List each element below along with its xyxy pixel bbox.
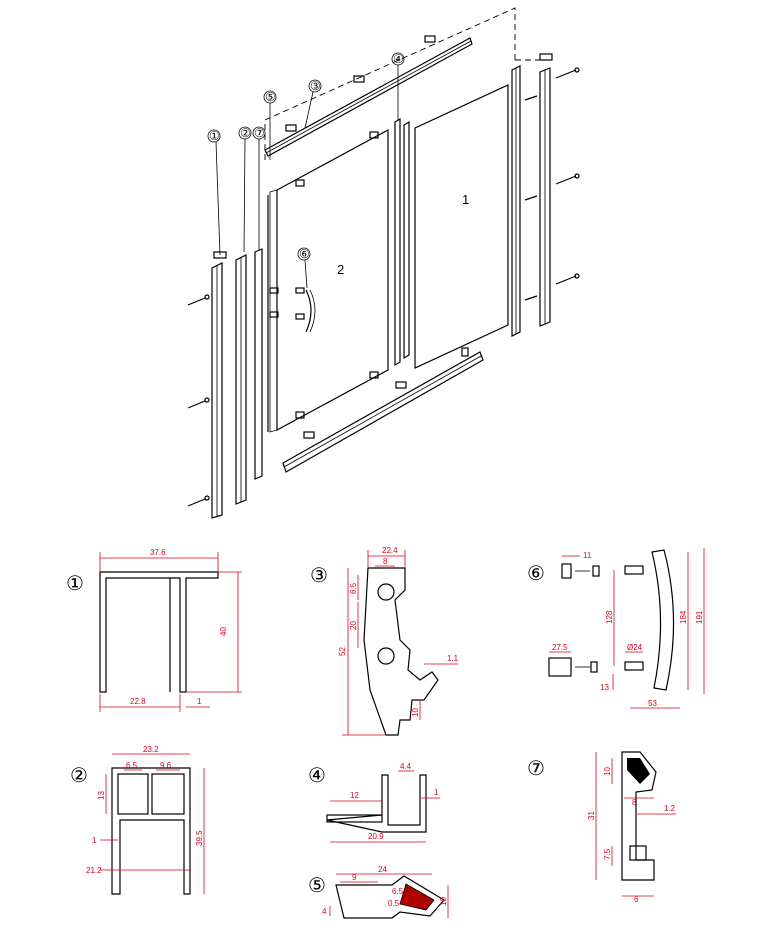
bottom-rail-profile [282, 351, 484, 473]
svg-text:④: ④ [393, 52, 404, 66]
svg-text:4: 4 [322, 907, 327, 916]
callout-7: ⑦ [252, 126, 266, 250]
detail-4-center-seal: ④ 4.4 12 1 20.9 [308, 762, 440, 843]
svg-text:9: 9 [352, 873, 357, 882]
callout-3: ③ [304, 79, 322, 129]
svg-text:12: 12 [350, 791, 359, 800]
svg-text:6.5: 6.5 [126, 761, 138, 770]
svg-text:52: 52 [338, 647, 347, 656]
svg-text:④: ④ [308, 765, 326, 787]
left-inner-profile [254, 248, 263, 480]
svg-text:③: ③ [310, 565, 328, 587]
callout-5: ⑤ [263, 90, 277, 160]
svg-text:20.9: 20.9 [368, 832, 384, 841]
svg-text:37.6: 37.6 [150, 548, 166, 557]
center-seal-profile [394, 117, 401, 367]
svg-text:22.8: 22.8 [130, 697, 146, 706]
svg-text:4.4: 4.4 [400, 762, 412, 771]
svg-text:②: ② [240, 126, 251, 140]
svg-text:9.6: 9.6 [160, 761, 172, 770]
svg-text:13: 13 [600, 683, 609, 692]
svg-text:⑦: ⑦ [254, 126, 265, 140]
svg-text:10: 10 [603, 767, 612, 776]
sliding-door-panel-2 [276, 128, 389, 432]
svg-text:31: 31 [587, 811, 596, 820]
svg-text:22.4: 22.4 [382, 546, 398, 555]
svg-text:10: 10 [439, 897, 448, 906]
svg-text:27.5: 27.5 [552, 643, 568, 652]
svg-text:0.5: 0.5 [388, 899, 400, 908]
svg-text:7.5: 7.5 [603, 848, 612, 860]
detail-5-seal-profile: ⑤ 24 9 6.5 0.5 10 4 [308, 865, 449, 919]
svg-text:8: 8 [383, 557, 388, 566]
svg-text:①: ① [66, 573, 84, 595]
svg-text:39.5: 39.5 [195, 830, 204, 846]
callout-4: ④ [391, 52, 405, 120]
right-wall-profile-b [539, 67, 551, 327]
svg-text:24: 24 [378, 865, 387, 874]
svg-text:21.2: 21.2 [86, 866, 102, 875]
svg-text:6.5: 6.5 [349, 582, 358, 594]
detail-3-top-rail-profile: ③ 22.4 8 6.5 20 52 1.1 10 [310, 546, 459, 736]
callout-6: ⑥ [297, 247, 311, 289]
svg-text:⑤: ⑤ [308, 875, 326, 897]
right-wall-profile-a [511, 65, 521, 337]
panel-label-2: 2 [337, 262, 344, 277]
svg-text:184: 184 [679, 610, 688, 624]
svg-text:6: 6 [634, 895, 639, 904]
svg-text:40: 40 [219, 627, 228, 636]
svg-text:53: 53 [648, 699, 657, 708]
svg-text:128: 128 [605, 610, 614, 624]
detail-7-inner-profile: ⑦ 10 8 31 1.2 7.5 6 [527, 751, 676, 904]
left-mid-profile [235, 254, 247, 505]
detail-2-mid-profile: ② 23.2 6.5 9.6 13 39.5 1 21.2 [70, 745, 205, 895]
svg-text:1: 1 [434, 788, 439, 797]
svg-text:①: ① [209, 129, 220, 143]
svg-text:⑤: ⑤ [265, 90, 276, 104]
svg-text:⑥: ⑥ [299, 247, 310, 261]
svg-text:6.5: 6.5 [392, 887, 404, 896]
svg-text:⑦: ⑦ [527, 758, 545, 780]
svg-text:1: 1 [197, 697, 202, 706]
svg-text:11: 11 [583, 551, 592, 560]
svg-text:10: 10 [411, 708, 420, 717]
svg-text:1: 1 [92, 836, 97, 845]
svg-text:1.1: 1.1 [447, 654, 459, 663]
svg-text:③: ③ [310, 79, 321, 93]
svg-text:Ø24: Ø24 [627, 643, 643, 652]
detail-1-wall-profile: ① 37.6 40 22.8 1 [66, 548, 242, 712]
svg-text:13: 13 [97, 791, 106, 800]
panel-label-1: 1 [462, 192, 469, 207]
svg-text:⑥: ⑥ [527, 563, 545, 585]
callout-2: ② [238, 126, 252, 253]
svg-text:20: 20 [349, 621, 358, 630]
exploded-assembly-view: ① ② ⑦ ⑤ ③ ④ ⑥ [187, 7, 580, 519]
top-rail-profile [264, 37, 473, 157]
detail-6-handle: ⑥ 11 128 184 191 27.5 Ø24 13 53 [527, 548, 705, 709]
door-handle [305, 289, 312, 333]
fixed-panel-1 [414, 84, 509, 369]
svg-text:191: 191 [695, 610, 704, 624]
svg-text:1.2: 1.2 [664, 804, 676, 813]
svg-text:23.2: 23.2 [143, 745, 159, 754]
svg-text:8: 8 [632, 798, 637, 807]
callout-1: ① [207, 129, 221, 256]
left-wall-profile [211, 262, 223, 519]
svg-text:②: ② [70, 765, 88, 787]
